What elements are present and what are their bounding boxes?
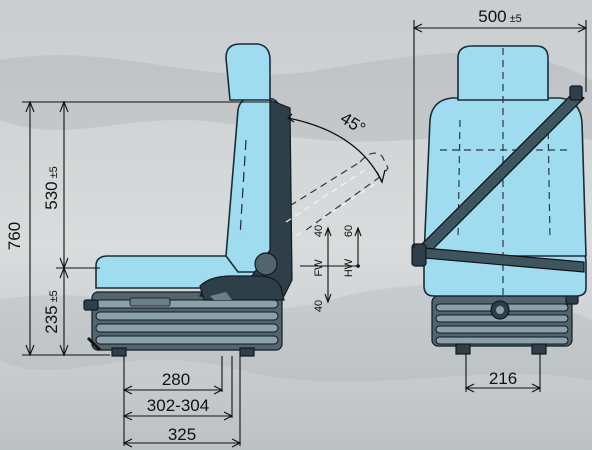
recline-pivot xyxy=(254,252,278,276)
label-hw: HW xyxy=(343,258,355,277)
label-760: 760 xyxy=(5,222,24,250)
seat-belt xyxy=(411,85,585,273)
label-216: 216 xyxy=(489,369,517,388)
label-fw: FW xyxy=(313,259,325,277)
label-235: 235±5 xyxy=(42,290,61,334)
label-fw-lower: 40 xyxy=(313,300,325,312)
reclined-outline xyxy=(279,152,389,237)
front-dimensions xyxy=(412,20,588,393)
label-500: 500 ±5 xyxy=(478,7,522,26)
dimension-labels: 760 530±5 235±5 45° 40 FW 40 60 HW 280 3… xyxy=(5,7,522,444)
recline-arc xyxy=(287,117,383,183)
label-fw-upper: 40 xyxy=(313,225,325,237)
front-suspension xyxy=(431,291,579,355)
label-235-tol: ±5 xyxy=(48,290,60,302)
label-530-tol: ±5 xyxy=(48,166,60,178)
label-280: 280 xyxy=(162,370,190,389)
label-530: 530±5 xyxy=(42,166,61,210)
label-235-value: 235 xyxy=(42,305,61,333)
label-302-304: 302-304 xyxy=(147,396,209,415)
label-530-value: 530 xyxy=(42,181,61,209)
side-view-seat xyxy=(83,43,389,357)
side-dimensions xyxy=(22,100,362,448)
front-view-seat xyxy=(411,45,587,355)
label-325: 325 xyxy=(168,425,196,444)
label-500-value: 500 xyxy=(478,7,506,26)
headrest xyxy=(225,43,271,101)
label-500-tol: ±5 xyxy=(510,13,522,25)
label-hw-value: 60 xyxy=(343,225,355,237)
suspension-bellows xyxy=(83,291,283,357)
